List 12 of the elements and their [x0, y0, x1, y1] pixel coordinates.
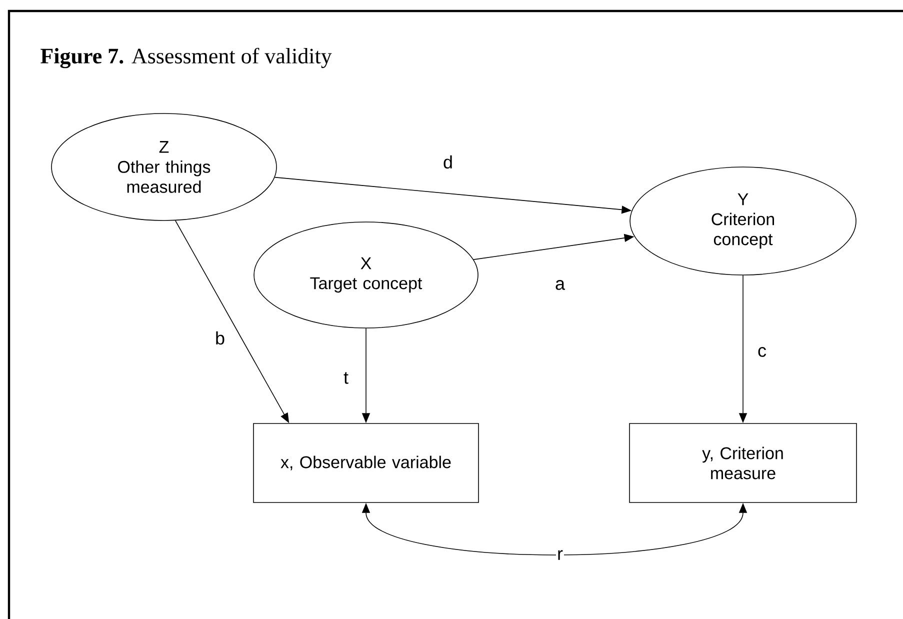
edge-label: t [342, 371, 350, 385]
ellipse-node: Z Other things measured [51, 113, 277, 221]
edge-label: r [556, 549, 564, 561]
rectangle-box: y, Criterion measure [629, 423, 857, 503]
ellipse-node: X Target concept [254, 222, 478, 328]
edge-label: b [214, 330, 226, 346]
rectangle-box: x, Observable variable [253, 423, 479, 503]
ellipse-node: Y Criterion concept [630, 166, 856, 276]
edge-label: d [442, 154, 454, 170]
figure-title: Figure 7. Assessment of validity [40, 48, 332, 68]
edge-label: a [554, 279, 566, 291]
edge-label: c [756, 346, 768, 358]
